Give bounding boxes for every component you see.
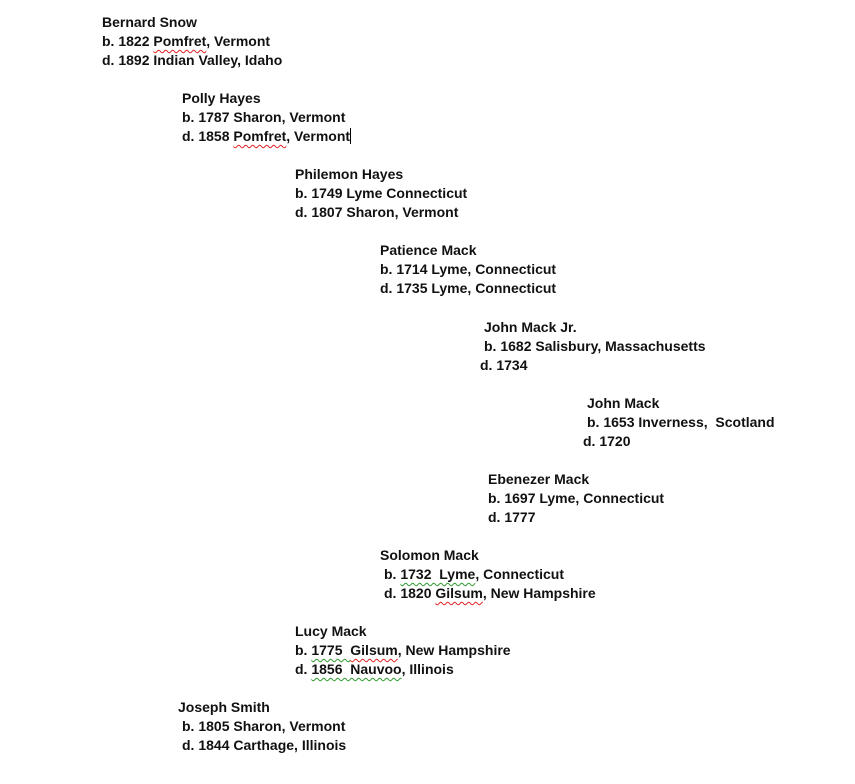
name-line: Patience Mack (380, 241, 556, 260)
text-run: Joseph Smith (178, 699, 270, 715)
birth-line: b. 1775 Gilsum, New Hampshire (295, 641, 511, 660)
entry-john-mack: John Mack b. 1653 Inverness, Scotland d. 1… (583, 394, 775, 451)
name-line: John Mack Jr. (480, 318, 706, 337)
entry-philemon-hayes: Philemon Hayes b. 1749 Lyme Connecticut d.… (295, 165, 467, 222)
text-run: b. 1787 Sharon, Vermont (182, 109, 346, 125)
text-run: d. 1892 Indian Valley, Idaho (102, 52, 283, 68)
text-run: Ebenezer Mack (488, 471, 590, 487)
entry-patience-mack: Patience Mack b. 1714 Lyme, Connecticut d.… (380, 241, 556, 298)
text-run: d. 1720 (583, 433, 631, 449)
text-run: d. (295, 661, 312, 677)
text-run: d. 1735 Lyme, Connecticut (380, 280, 557, 296)
text-run: Bernard Snow (102, 14, 197, 30)
death-line: d. 1807 Sharon, Vermont (295, 203, 467, 222)
birth-line: b. 1749 Lyme Connecticut (295, 184, 467, 203)
text-run: b. 1714 Lyme, Connecticut (380, 261, 557, 277)
name-line: Philemon Hayes (295, 165, 467, 184)
death-line: d. 1777 (488, 508, 664, 527)
name-line: Polly Hayes (182, 89, 351, 108)
text-run: Polly Hayes (182, 90, 261, 106)
birth-line: b. 1714 Lyme, Connecticut (380, 260, 556, 279)
text-run: d. 1807 Sharon, Vermont (295, 204, 459, 220)
text-run: , Illinois (401, 661, 454, 677)
death-line: d. 1856 Nauvoo, Illinois (295, 660, 511, 679)
death-line: d. 1720 (583, 432, 775, 451)
text-run: , Connecticut (475, 566, 564, 582)
name-line: Bernard Snow (102, 13, 282, 32)
entry-john-mack-jr: John Mack Jr. b. 1682 Salisbury, Massachu… (480, 318, 706, 375)
text-run: b. (384, 566, 401, 582)
spelling-error-mark[interactable]: Gilsum (350, 642, 398, 658)
text-run: John Mack (587, 395, 660, 411)
text-run: John Mack Jr. (484, 319, 577, 335)
name-line: Lucy Mack (295, 622, 511, 641)
spelling-error-mark[interactable]: Gilsum (435, 585, 483, 601)
birth-line: b. 1732 Lyme, Connecticut (380, 565, 596, 584)
text-run: b. (295, 642, 312, 658)
text-run: Patience Mack (380, 242, 477, 258)
entry-joseph-smith: Joseph Smith b. 1805 Sharon, Vermont d. 18… (178, 698, 346, 755)
text-run: b. 1822 (102, 33, 154, 49)
death-line: d. 1844 Carthage, Illinois (178, 736, 346, 755)
text-run: Solomon Mack (380, 547, 479, 563)
entry-ebenezer-mack: Ebenezer Mack b. 1697 Lyme, Connecticut d.… (488, 470, 664, 527)
death-line: d. 1820 Gilsum, New Hampshire (380, 584, 596, 603)
text-run: b. 1697 Lyme, Connecticut (488, 490, 665, 506)
text-run: d. 1844 Carthage, Illinois (182, 737, 347, 753)
entry-polly-hayes: Polly Hayes b. 1787 Sharon, Vermont d. 185… (182, 89, 352, 146)
name-line: John Mack (583, 394, 775, 413)
death-line: d. 1734 (480, 356, 706, 375)
name-line: Joseph Smith (178, 698, 346, 717)
text-run: Philemon Hayes (295, 166, 404, 182)
birth-line: b. 1822 Pomfret, Vermont (102, 32, 282, 51)
birth-line: b. 1697 Lyme, Connecticut (488, 489, 664, 508)
birth-line: b. 1787 Sharon, Vermont (182, 108, 351, 127)
text-run: , Vermont (286, 128, 351, 144)
text-run: b. 1682 Salisbury, Massachusetts (484, 338, 706, 354)
grammar-error-mark[interactable]: 1732 Lyme (400, 566, 476, 582)
birth-line: b. 1653 Inverness, Scotland (583, 413, 775, 432)
birth-line: b. 1682 Salisbury, Massachusetts (480, 337, 706, 356)
name-line: Ebenezer Mack (488, 470, 664, 489)
text-run: b. 1653 Inverness, Scotland (587, 414, 775, 430)
death-line: d. 1892 Indian Valley, Idaho (102, 51, 282, 70)
text-run: Lucy Mack (295, 623, 367, 639)
text-run: , Vermont (206, 33, 271, 49)
name-line: Solomon Mack (380, 546, 596, 565)
text-run: , New Hampshire (397, 642, 511, 658)
spelling-error-mark[interactable]: Pomfret (233, 128, 287, 144)
grammar-error-mark[interactable]: 1856 Nauvoo (311, 661, 402, 677)
text-run: d. 1734 (480, 357, 528, 373)
death-line: d. 1858 Pomfret, Vermont (182, 127, 352, 146)
text-run: d. 1858 (182, 128, 234, 144)
death-line: d. 1735 Lyme, Connecticut (380, 279, 556, 298)
spelling-error-mark[interactable]: Pomfret (153, 33, 207, 49)
text-cursor (350, 128, 352, 144)
text-run: d. 1777 (488, 509, 536, 525)
text-run: d. 1820 (384, 585, 436, 601)
grammar-error-mark[interactable]: 1775 (311, 642, 351, 658)
birth-line: b. 1805 Sharon, Vermont (178, 717, 346, 736)
text-run: b. 1805 Sharon, Vermont (182, 718, 346, 734)
text-run: , New Hampshire (482, 585, 596, 601)
text-run: b. 1749 Lyme Connecticut (295, 185, 468, 201)
